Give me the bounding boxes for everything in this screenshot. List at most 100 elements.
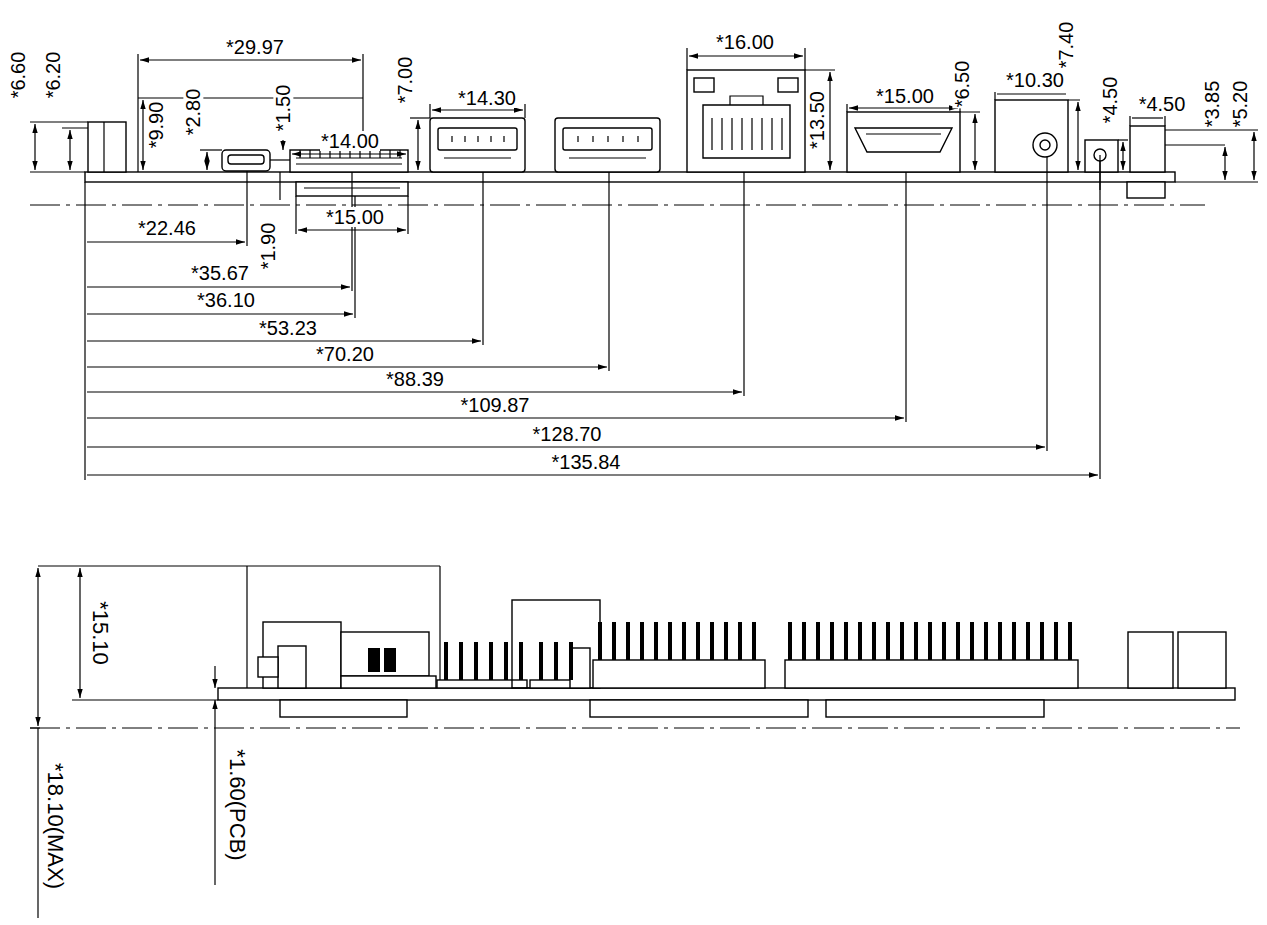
drawing-line <box>1132 117 1163 118</box>
drawing-line <box>292 153 406 154</box>
drawing-line <box>87 417 904 418</box>
drawing-line <box>444 136 511 158</box>
dimension-value: *9.90 <box>146 101 166 150</box>
drawing-line <box>849 107 958 108</box>
side-part <box>1130 126 1165 172</box>
drawing-line <box>829 72 830 170</box>
drawing-line <box>1033 133 1057 157</box>
bottom-part <box>590 700 808 717</box>
drawing-line <box>997 93 1066 94</box>
pin-header <box>593 660 765 688</box>
dimension-value: *128.70 <box>532 424 603 444</box>
drawing-line <box>694 78 714 92</box>
dimension-value: *6.20 <box>43 51 63 100</box>
usb-a-port <box>555 118 660 172</box>
side-part <box>1178 632 1226 688</box>
drawing-line <box>270 159 290 160</box>
dimension-value: *3.85 <box>1202 80 1222 129</box>
drawing-line <box>37 568 38 726</box>
dimension-value: *2.80 <box>183 88 203 137</box>
drawing-line <box>1253 132 1254 180</box>
drawing-line <box>974 114 975 170</box>
dimension-value: *4.50 <box>1138 94 1187 114</box>
header-pins <box>600 622 754 660</box>
dimension-value: *18.10(MAX) <box>44 762 66 890</box>
dimension-value: *88.39 <box>385 369 445 389</box>
side-view <box>30 566 1240 918</box>
dc-jack <box>995 100 1068 172</box>
dimension-value: *14.00 <box>320 131 380 151</box>
drawing-line <box>34 124 35 170</box>
dimension-value: *36.10 <box>196 290 256 310</box>
drawing-line <box>712 96 782 150</box>
pin-header <box>785 660 1078 688</box>
side-part-under <box>1127 182 1165 198</box>
dimension-value: *29.97 <box>225 37 285 57</box>
drawing-line <box>87 446 1045 447</box>
center-line <box>30 205 1205 206</box>
drawing-line <box>995 92 1080 100</box>
drawing-line <box>84 182 85 480</box>
drawing-line <box>778 78 798 92</box>
dimension-value: *1.90 <box>258 222 278 271</box>
dimension-value: *6.50 <box>952 60 972 109</box>
drawing-line <box>87 340 481 341</box>
center-line <box>30 728 1240 729</box>
drawing-line <box>1040 140 1050 150</box>
dimension-value: *4.50 <box>1100 76 1120 125</box>
drawing-line <box>279 172 280 182</box>
drawing-line <box>258 657 278 677</box>
drawing-line <box>1122 142 1123 170</box>
drawing-line <box>280 182 408 234</box>
bottom-part <box>280 700 407 717</box>
drawing-line <box>689 55 803 56</box>
dimension-value: *15.00 <box>875 86 935 106</box>
dimension-value: *1.50 <box>273 84 293 133</box>
drawing-line <box>87 286 350 287</box>
card-connector <box>290 150 408 172</box>
drawing-line <box>282 140 283 150</box>
drawing-line <box>206 152 207 170</box>
pcb-edge <box>85 172 1175 182</box>
drawing-line <box>298 229 406 230</box>
dimension-value: *5.20 <box>1230 80 1250 129</box>
drawing-line <box>140 59 361 60</box>
dimension-value: *70.20 <box>315 344 375 364</box>
drawing-line <box>1077 102 1078 170</box>
drawing-line <box>214 666 215 688</box>
top-view <box>30 48 1258 480</box>
drawing-line <box>79 568 80 698</box>
switch-body <box>88 122 126 172</box>
bottom-part <box>826 700 1044 717</box>
drawing-line <box>228 155 264 164</box>
drawing-line <box>30 700 218 728</box>
drawing-line <box>87 241 245 242</box>
dimension-value: *22.46 <box>137 218 197 238</box>
drawing-line <box>30 122 88 172</box>
drawing-line <box>87 474 1098 475</box>
header-pins <box>790 622 1070 660</box>
drawing-line <box>103 122 104 172</box>
micro-usb <box>222 150 270 171</box>
drawing-line <box>296 150 402 164</box>
drawing-line <box>37 728 38 918</box>
dimension-value: *7.00 <box>395 56 415 105</box>
dimension-lines <box>30 568 218 918</box>
dimension-value: *10.30 <box>1005 70 1065 90</box>
side-part <box>1128 632 1173 688</box>
drawing-line <box>142 100 143 170</box>
drawing-line <box>569 136 646 158</box>
dimension-value: *16.00 <box>715 32 775 52</box>
hdmi-port <box>847 112 960 172</box>
dimension-value: *13.50 <box>807 90 827 150</box>
drawing-line <box>384 648 396 672</box>
drawing-line <box>432 109 523 110</box>
drawing-line <box>278 646 306 688</box>
drawing-line <box>410 117 430 118</box>
pcb-edge <box>218 688 1235 700</box>
drawing-line <box>87 366 607 367</box>
dimension-value: *53.23 <box>258 318 318 338</box>
